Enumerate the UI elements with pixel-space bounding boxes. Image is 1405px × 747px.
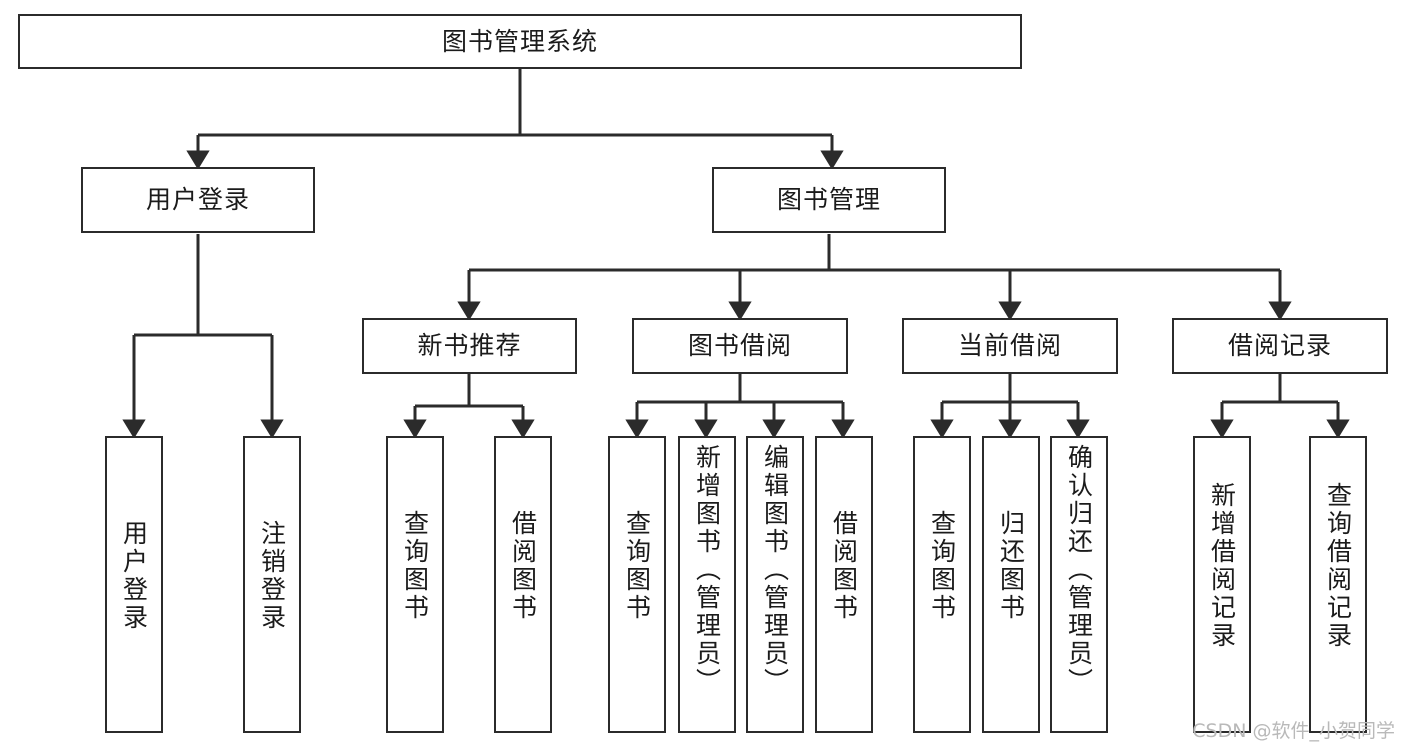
node-label: 新增图书（管理员） [692,444,722,696]
leaf-borrow-record-add[interactable]: 新增借阅记录 [1193,436,1251,733]
node-label: 借阅图书 [508,510,538,622]
watermark-text: CSDN @软件_小贺同学 [1192,720,1395,742]
node-label: 查询图书 [927,510,957,622]
leaf-current-borrow-return[interactable]: 归还图书 [982,436,1040,733]
node-borrow-record[interactable]: 借阅记录 [1172,318,1388,374]
node-label: 用户登录 [145,185,250,214]
leaf-user-login-signout[interactable]: 注销登录 [243,436,301,733]
node-label: 图书管理 [776,185,881,214]
leaf-book-borrow-borrow[interactable]: 借阅图书 [815,436,873,733]
node-label: 归还图书 [996,510,1026,622]
node-new-book-recommend[interactable]: 新书推荐 [362,318,577,374]
node-label: 查询借阅记录 [1323,482,1353,650]
node-label: 图书管理系统 [441,26,598,56]
leaf-book-borrow-add[interactable]: 新增图书（管理员） [678,436,736,733]
node-label: 注销登录 [257,520,287,632]
node-root-system[interactable]: 图书管理系统 [18,14,1022,69]
node-book-borrow[interactable]: 图书借阅 [632,318,848,374]
leaf-borrow-record-query[interactable]: 查询借阅记录 [1309,436,1367,733]
leaf-book-borrow-query[interactable]: 查询图书 [608,436,666,733]
node-label: 借阅图书 [829,510,859,622]
node-label: 用户登录 [119,520,149,632]
leaf-new-book-query[interactable]: 查询图书 [386,436,444,733]
node-label: 确认归还（管理员） [1064,444,1094,696]
leaf-book-borrow-edit[interactable]: 编辑图书（管理员） [746,436,804,733]
node-label: 当前借阅 [957,331,1062,360]
leaf-current-borrow-query[interactable]: 查询图书 [913,436,971,733]
leaf-current-borrow-confirm-return[interactable]: 确认归还（管理员） [1050,436,1108,733]
node-label: 查询图书 [622,510,652,622]
node-label: 查询图书 [400,510,430,622]
node-label: 新增借阅记录 [1207,482,1237,650]
node-label: 编辑图书（管理员） [760,444,790,696]
leaf-user-login-signin[interactable]: 用户登录 [105,436,163,733]
node-user-login[interactable]: 用户登录 [81,167,315,233]
leaf-new-book-borrow[interactable]: 借阅图书 [494,436,552,733]
node-label: 借阅记录 [1227,331,1332,360]
node-book-management[interactable]: 图书管理 [712,167,946,233]
node-label: 新书推荐 [417,331,522,360]
node-current-borrow[interactable]: 当前借阅 [902,318,1118,374]
node-label: 图书借阅 [687,331,792,360]
